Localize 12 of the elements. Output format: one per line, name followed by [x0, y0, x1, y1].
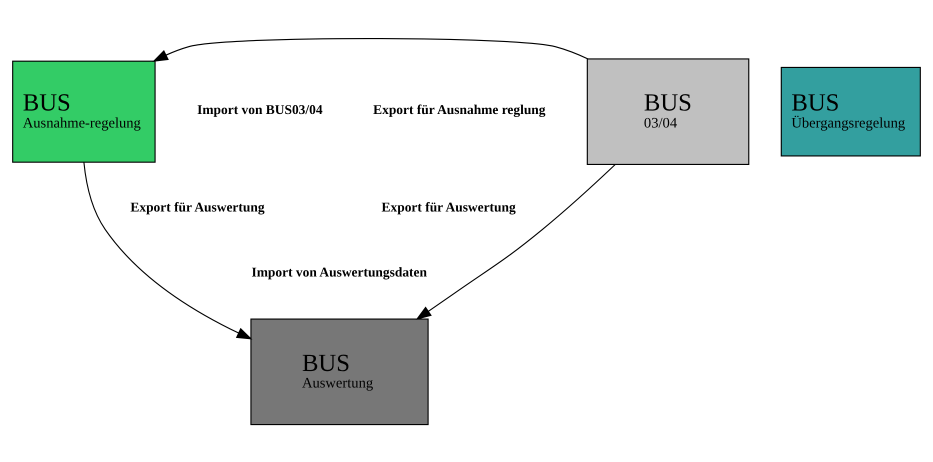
arrow	[83, 162, 252, 339]
label: Export für Auswertung	[130, 199, 265, 214]
node-box: BUS Ausnahme-regelung	[12, 60, 156, 162]
label: Export für Ausnahme reglung	[373, 102, 546, 117]
label: Export für Auswertung	[382, 199, 516, 214]
node-box: BUS Übergangsregelung	[780, 66, 921, 156]
arrow	[152, 37, 588, 62]
node-box: BUS Auswertung	[250, 318, 429, 425]
arrow	[416, 164, 616, 320]
label: Import von Auswertungsdaten	[252, 264, 427, 280]
node-box: BUS 03/04	[586, 58, 750, 164]
label: Import von BUS03/04	[197, 102, 323, 117]
